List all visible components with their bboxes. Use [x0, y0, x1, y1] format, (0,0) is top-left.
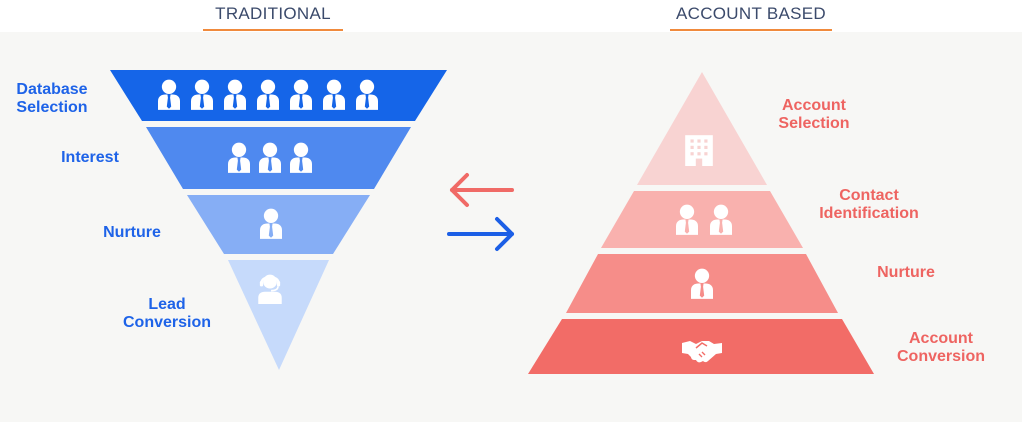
funnel-label-lead-conversion: Lead Conversion: [114, 296, 220, 332]
pyramid-label-account-conversion-line1: Account: [909, 330, 973, 347]
funnel-label-interest-line1: Interest: [61, 149, 119, 166]
heading-traditional: TRADITIONAL: [203, 4, 343, 31]
heading-account-based: ACCOUNT BASED: [670, 4, 832, 31]
pyramid-label-contact-identification-line1: Contact: [839, 187, 899, 204]
funnel-label-interest: Interest: [52, 149, 128, 167]
pyramid-label-account-conversion-line2: Conversion: [896, 348, 985, 365]
funnel-stage-database-selection: [110, 70, 447, 121]
pyramid-label-account-selection-line2: Selection: [778, 115, 850, 132]
funnel-label-database-selection-line1: Database: [16, 81, 88, 98]
pyramid-stage-contact-identification: [601, 191, 803, 248]
pyramid-label-nurture-line1: Nurture: [877, 264, 935, 281]
funnel-label-database-selection: Database Selection: [4, 81, 100, 117]
pyramid-stage-account-selection: [637, 72, 767, 185]
funnel-label-nurture-line1: Nurture: [103, 224, 161, 241]
pyramid-label-contact-identification: Contact Identification: [806, 187, 932, 223]
pyramid-label-nurture: Nurture: [866, 264, 946, 282]
funnel-label-database-selection-line2: Selection: [16, 99, 88, 116]
pyramid-icons-account-selection: [685, 135, 713, 166]
pyramid-label-account-selection: Account Selection: [764, 97, 864, 133]
funnel-stage-interest: [146, 127, 411, 189]
pyramid-label-contact-identification-line2: Identification: [819, 205, 919, 222]
heading-account-based-underline: [670, 29, 832, 31]
funnel-label-lead-conversion-line2: Conversion: [122, 314, 211, 331]
funnel-icons-interest: [228, 142, 312, 173]
pyramid-label-account-conversion: Account Conversion: [888, 330, 994, 366]
heading-account-based-text: ACCOUNT BASED: [675, 4, 826, 23]
heading-traditional-underline: [203, 29, 343, 31]
funnel-label-lead-conversion-line1: Lead: [148, 296, 186, 313]
heading-traditional-text: TRADITIONAL: [215, 4, 331, 23]
arrow-right-icon: [447, 217, 514, 251]
building-icon: [685, 135, 713, 166]
funnel-label-nurture: Nurture: [94, 224, 170, 242]
pyramid-label-account-selection-line1: Account: [782, 97, 846, 114]
arrow-left-icon: [450, 173, 514, 207]
funnel-stage-lead-conversion: [228, 260, 329, 370]
